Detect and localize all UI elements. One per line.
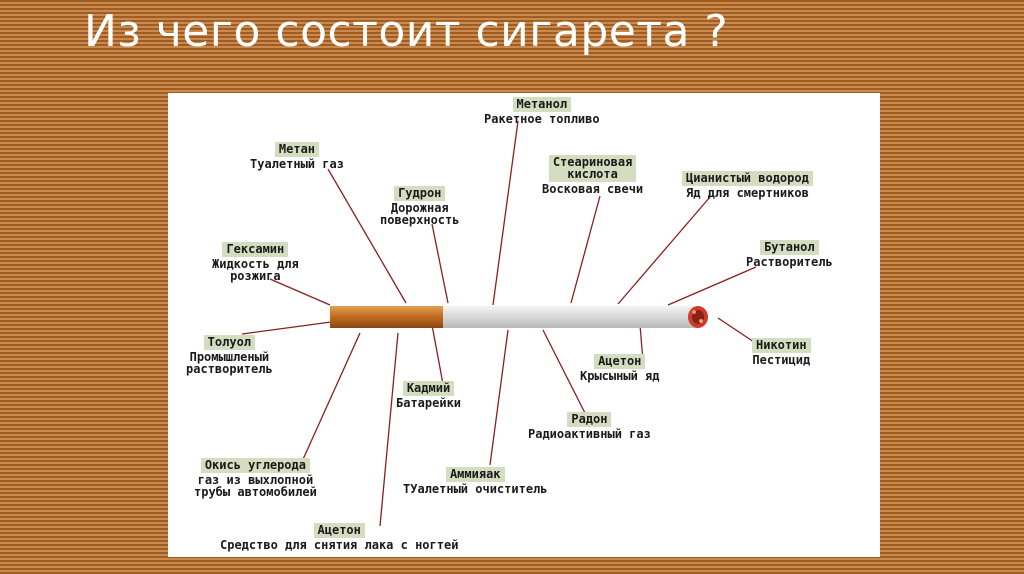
label-co-desc: газ из выхлопной трубы автомобилей [194, 473, 317, 499]
label-methane-name: Метан [274, 142, 320, 157]
label-cadmium: Кадмий Батарейки [396, 381, 461, 409]
label-cyanide-desc: Яд для смертников [686, 186, 809, 200]
label-hexamine: Гексамин Жидкость для розжига [212, 242, 299, 282]
label-tar: Гудрон Дорожная поверхность [380, 186, 459, 226]
line-cyanide [617, 196, 711, 305]
label-tar-desc: Дорожная поверхность [380, 201, 460, 227]
cigarette [330, 306, 708, 328]
label-methanol-name: Метанол [512, 97, 572, 112]
label-methane: Метан Туалетный газ [250, 142, 344, 170]
label-butanol-name: Бутанол [760, 240, 819, 255]
label-methane-desc: Туалетный газ [250, 157, 344, 171]
label-toluene-name: Толуол [203, 335, 256, 350]
line-toluene [241, 321, 332, 335]
label-butanol: Бутанол Растворитель [746, 240, 833, 268]
label-nicotine-name: Никотин [752, 338, 811, 353]
cigarette-paper [443, 306, 698, 328]
label-methanol: Метанол Ракетное топливо [484, 97, 600, 125]
pointer-lines [241, 120, 761, 527]
label-acetone-2: Ацетон Средство для снятия лака с ногтей [220, 523, 458, 551]
label-hexamine-desc: Жидкость для розжига [212, 257, 299, 283]
slide-title: Из чего состоит сигарета ? [84, 6, 729, 57]
label-ammonia-name: Аммияак [445, 467, 505, 482]
label-tar-name: Гудрон [394, 186, 446, 201]
label-ammonia: Аммияак ТУалетный очиститель [403, 467, 548, 495]
line-stearic [570, 195, 601, 304]
label-hexamine-name: Гексамин [222, 242, 289, 257]
label-cadmium-name: Кадмий [402, 381, 455, 396]
line-co [299, 332, 361, 467]
label-radon-name: Радон [567, 412, 612, 427]
label-toluene-desc: Промышленый растворитель [186, 350, 273, 376]
label-cadmium-desc: Батарейки [396, 396, 462, 410]
line-radon [542, 329, 589, 420]
label-acetone-1-name: Ацетон [594, 354, 646, 369]
label-toluene: Толуол Промышленый растворитель [186, 335, 273, 375]
label-radon: Радон Радиоактивный газ [528, 412, 651, 440]
line-hexamine [269, 278, 331, 306]
label-stearic-name: Стеариновая кислота [548, 155, 637, 182]
label-butanol-desc: Растворитель [746, 255, 833, 269]
line-methane [327, 168, 407, 304]
diagram-panel: Метанол Ракетное топливо Метан Туалетный… [168, 93, 880, 557]
label-co: Окись углерода газ из выхлопной трубы ав… [194, 458, 317, 498]
line-tar [431, 223, 449, 304]
label-ammonia-desc: ТУалетный очиститель [403, 482, 548, 496]
label-nicotine-desc: Пестицид [752, 353, 811, 367]
label-acetone-1: Ацетон Крысыный яд [580, 354, 659, 382]
line-methanol [492, 120, 519, 306]
line-butanol [667, 266, 757, 306]
label-stearic-desc: Восковая свечи [542, 182, 644, 196]
line-ammonia [489, 329, 509, 466]
label-nicotine: Никотин Пестицид [752, 338, 811, 366]
label-cyanide: Цианистый водород Яд для смертников [682, 171, 813, 199]
label-acetone-2-name: Ацетон [313, 523, 365, 538]
label-acetone-1-desc: Крысыный яд [580, 369, 660, 383]
line-acetone2 [379, 332, 399, 527]
label-stearic: Стеариновая кислота Восковая свечи [542, 155, 643, 195]
label-acetone-2-desc: Средство для снятия лака с ногтей [220, 538, 459, 552]
line-cadmium [431, 324, 444, 385]
label-methanol-desc: Ракетное топливо [484, 112, 600, 126]
cigarette-diagram [241, 120, 761, 527]
label-co-name: Окись углерода [200, 458, 310, 473]
label-radon-desc: Радиоактивный газ [528, 427, 651, 441]
label-cyanide-name: Цианистый водород [682, 171, 813, 186]
cigarette-filter [330, 306, 443, 328]
